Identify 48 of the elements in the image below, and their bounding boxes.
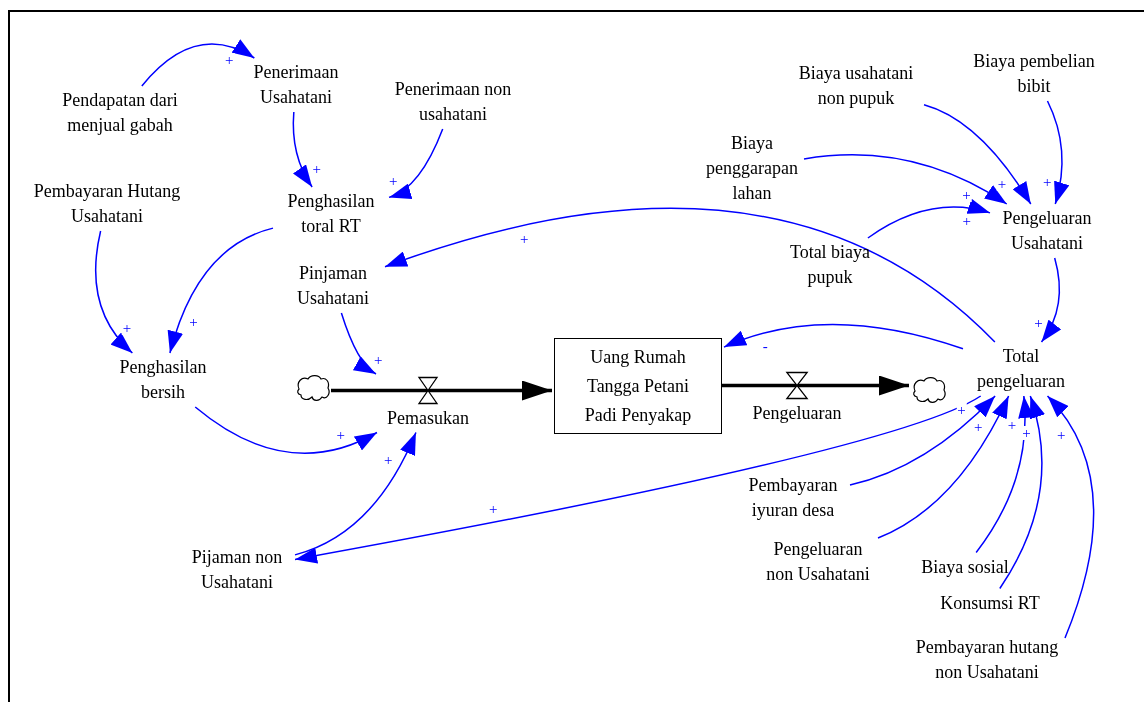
variable-label: Total biaya pupuk: [788, 241, 872, 289]
causal-arrow: [1046, 395, 1095, 639]
causal-arrow: [923, 104, 1032, 205]
causal-arrow: [168, 227, 274, 354]
causal-arrow: [292, 111, 313, 188]
causal-arrow: [867, 199, 991, 239]
variable-label: Pembayaran hutang non Usahatani: [914, 636, 1060, 684]
causal-arrow: [723, 323, 964, 350]
polarity-sign: +: [223, 52, 235, 67]
causal-arrow: [388, 128, 444, 199]
causal-arrow: [849, 395, 996, 486]
variable-label: Pengeluaran non Usahatani: [765, 538, 871, 586]
causal-arrow: [340, 312, 377, 375]
variable-label: Pijaman non Usahatani: [190, 546, 284, 594]
variable-label: Pembayaran Hutang Usahatani: [32, 180, 182, 228]
causal-arrow: [803, 154, 1008, 205]
flow-pipe: [722, 383, 741, 388]
causal-arrow: [194, 406, 378, 454]
causal-arrow: [384, 207, 996, 343]
variable-label: Total pengeluaran: [976, 345, 1066, 393]
variable-label: Penerimaan Usahatani: [252, 61, 340, 109]
variable-label: Penghasilan toral RT: [286, 190, 376, 238]
flow-pipe: [853, 375, 909, 396]
variable-label: Pendapatan dari menjual gabah: [61, 89, 179, 137]
polarity-sign: +: [1021, 426, 1032, 441]
causal-arrow: [294, 395, 982, 564]
causal-arrow: [999, 395, 1045, 590]
causal-arrow: [141, 40, 256, 87]
flow-pipe: [478, 380, 552, 401]
causal-arrow: [1046, 100, 1069, 205]
causal-arrow: [294, 431, 417, 556]
causal-arrow: [94, 230, 134, 354]
variable-label: Pembayaran iyuran desa: [747, 474, 839, 522]
variable-label: Biaya usahatani non pupuk: [797, 62, 915, 110]
flow-label: Pengeluaran: [752, 401, 842, 425]
variable-label: Penerimaan non usahatani: [393, 78, 513, 126]
flow-label: Pemasukan: [387, 406, 469, 430]
causal-arrow: [1040, 257, 1061, 343]
variable-label: Penghasilan bersih: [118, 356, 208, 404]
variable-label: Konsumsi RT: [940, 591, 1040, 615]
variable-label: Biaya sosial: [921, 555, 1009, 579]
causal-arrow: [877, 395, 1010, 539]
variable-label: Pinjaman Usahatani: [296, 262, 370, 310]
variable-label: Pengeluaran Usahatani: [1001, 207, 1093, 255]
variable-label: Biaya penggarapan lahan: [705, 131, 799, 205]
flow-pipe: [331, 388, 378, 393]
stock-box: Uang Rumah Tangga Petani Padi Penyakap: [554, 338, 722, 434]
variable-label: Biaya pembelian bibit: [972, 50, 1096, 98]
